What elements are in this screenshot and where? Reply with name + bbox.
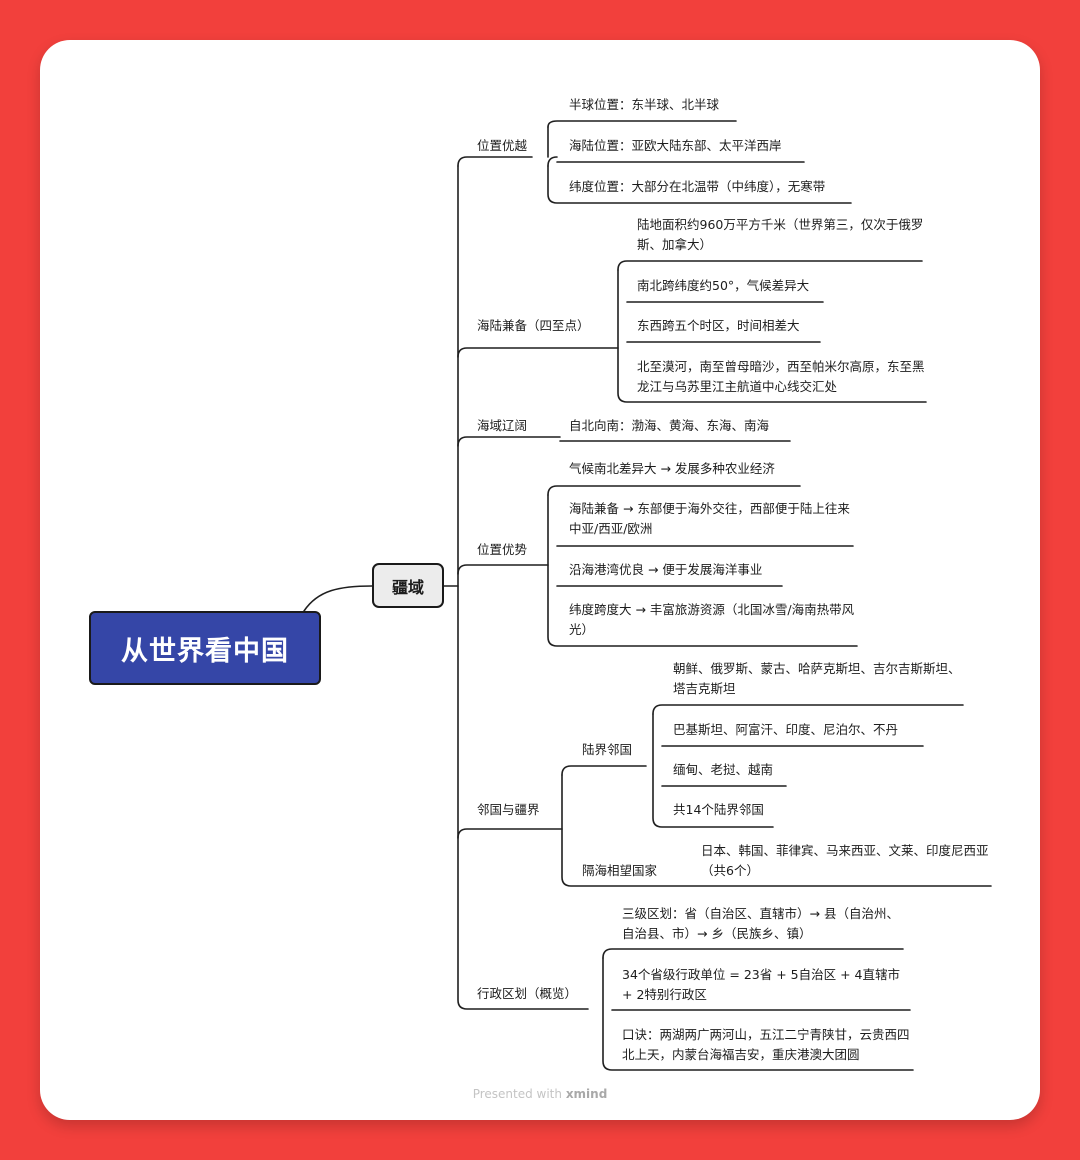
topic-location[interactable]: 位置优越	[477, 138, 528, 153]
mindmap-canvas	[40, 40, 1040, 1120]
subtopic-advantage-tourism[interactable]: 纬度跨度大 → 丰富旅游资源（北国冰雪/海南热带风光）	[569, 602, 855, 637]
footer-prefix: Presented with	[472, 1087, 562, 1101]
topic-size[interactable]: 海陆兼备（四至点）	[477, 318, 590, 333]
topic-sea[interactable]: 海域辽阔	[477, 418, 528, 433]
subtopic-admin-levels[interactable]: 三级区划：省（自治区、直辖市）→ 县（自治州、自治县、市）→ 乡（民族乡、镇）	[622, 906, 899, 941]
land-neighbors-count[interactable]: 共14个陆界邻国	[673, 802, 764, 817]
sea-neighbors-list[interactable]: 日本、韩国、菲律宾、马来西亚、文莱、印度尼西亚（共6个）	[701, 843, 989, 878]
subtopic-advantage-climate[interactable]: 气候南北差异大 → 发展多种农业经济	[569, 461, 775, 476]
land-neighbors-south[interactable]: 缅甸、老挝、越南	[673, 762, 774, 777]
subtopic-advantage-sea-land[interactable]: 海陆兼备 → 东部便于海外交往，西部便于陆上往来中亚/西亚/欧洲	[569, 501, 850, 536]
footer-attribution: Presented with xmind	[0, 1087, 1080, 1101]
topic-admin[interactable]: 行政区划（概览）	[477, 986, 578, 1001]
subtopic-location-hemisphere[interactable]: 半球位置：东半球、北半球	[569, 97, 720, 112]
subtopic-advantage-harbor[interactable]: 沿海港湾优良 → 便于发展海洋事业	[569, 562, 763, 577]
topic-neighbors[interactable]: 邻国与疆界	[477, 802, 540, 817]
subtopic-land-neighbors[interactable]: 陆界邻国	[582, 742, 633, 757]
subtopic-admin-mnemonic[interactable]: 口诀：两湖两广两河山，五江二宁青陕甘，云贵西四北上天，内蒙台海福吉安，重庆港澳大…	[622, 1027, 910, 1062]
subtopic-size-area[interactable]: 陆地面积约960万平方千米（世界第三，仅次于俄罗斯、加拿大）	[637, 217, 924, 252]
land-neighbors-north[interactable]: 朝鲜、俄罗斯、蒙古、哈萨克斯坦、吉尔吉斯斯坦、塔吉克斯坦	[673, 661, 961, 696]
subtopic-sea-order[interactable]: 自北向南：渤海、黄海、东海、南海	[569, 418, 770, 433]
subtopic-sea-neighbors[interactable]: 隔海相望国家	[582, 863, 658, 878]
subtopic-size-latitude-span[interactable]: 南北跨纬度约50°，气候差异大	[637, 278, 810, 293]
land-neighbors-south-west[interactable]: 巴基斯坦、阿富汗、印度、尼泊尔、不丹	[673, 722, 899, 737]
subtopic-admin-count[interactable]: 34个省级行政单位 = 23省 + 5自治区 + 4直辖市 + 2特别行政区	[622, 967, 900, 1002]
subtopic-size-extremes[interactable]: 北至漠河，南至曾母暗沙，西至帕米尔高原，东至黑龙江与乌苏里江主航道中心线交汇处	[637, 359, 925, 394]
main-topic-territory[interactable]: 疆域	[372, 563, 444, 608]
topic-advantage[interactable]: 位置优势	[477, 542, 528, 557]
subtopic-size-time-zones[interactable]: 东西跨五个时区，时间相差大	[637, 318, 800, 333]
subtopic-location-sea-land[interactable]: 海陆位置：亚欧大陆东部、太平洋西岸	[569, 138, 782, 153]
xmind-logo: xmind	[565, 1087, 608, 1101]
root-topic[interactable]: 从世界看中国	[89, 611, 321, 685]
subtopic-location-latitude[interactable]: 纬度位置：大部分在北温带（中纬度），无寒带	[569, 179, 826, 194]
